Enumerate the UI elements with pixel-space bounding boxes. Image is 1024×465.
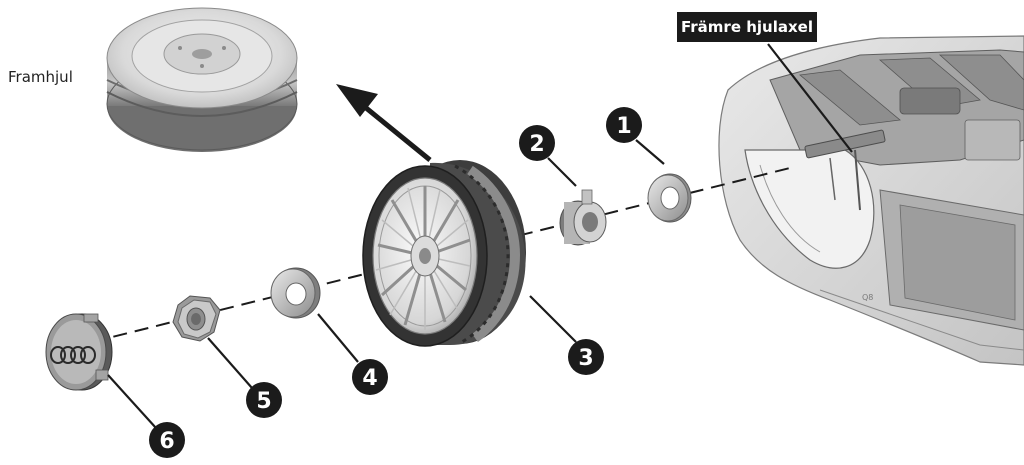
callout-1: 1 xyxy=(606,107,642,143)
callout-5: 5 xyxy=(246,382,282,418)
front-axle-label: Främre hjulaxel xyxy=(677,12,817,42)
callout-2: 2 xyxy=(519,125,555,161)
hex-nut-part-5 xyxy=(172,295,221,342)
callout-2-label: 2 xyxy=(529,132,544,157)
bushing-part-2 xyxy=(559,189,607,246)
svg-text:Q8: Q8 xyxy=(862,293,873,302)
front-wheel-detail xyxy=(106,7,298,152)
front-wheel-label: Framhjul xyxy=(8,68,73,86)
washer-part-1 xyxy=(647,173,692,223)
wheel-part-3 xyxy=(362,160,526,347)
callout-3: 3 xyxy=(568,339,604,375)
leader-lines xyxy=(107,43,853,429)
callout-6-label: 6 xyxy=(159,429,174,454)
callout-6: 6 xyxy=(149,422,185,458)
callout-5-label: 5 xyxy=(256,389,271,414)
detail-arrow xyxy=(336,84,432,162)
car-body: Q8 xyxy=(718,35,1024,366)
rings-logo xyxy=(50,346,96,364)
callout-4: 4 xyxy=(352,359,388,395)
callout-3-label: 3 xyxy=(578,346,593,371)
washer-part-4 xyxy=(270,267,321,319)
callout-4-label: 4 xyxy=(362,366,377,391)
hub-cap-part-6 xyxy=(45,313,113,391)
callout-1-label: 1 xyxy=(616,114,631,139)
